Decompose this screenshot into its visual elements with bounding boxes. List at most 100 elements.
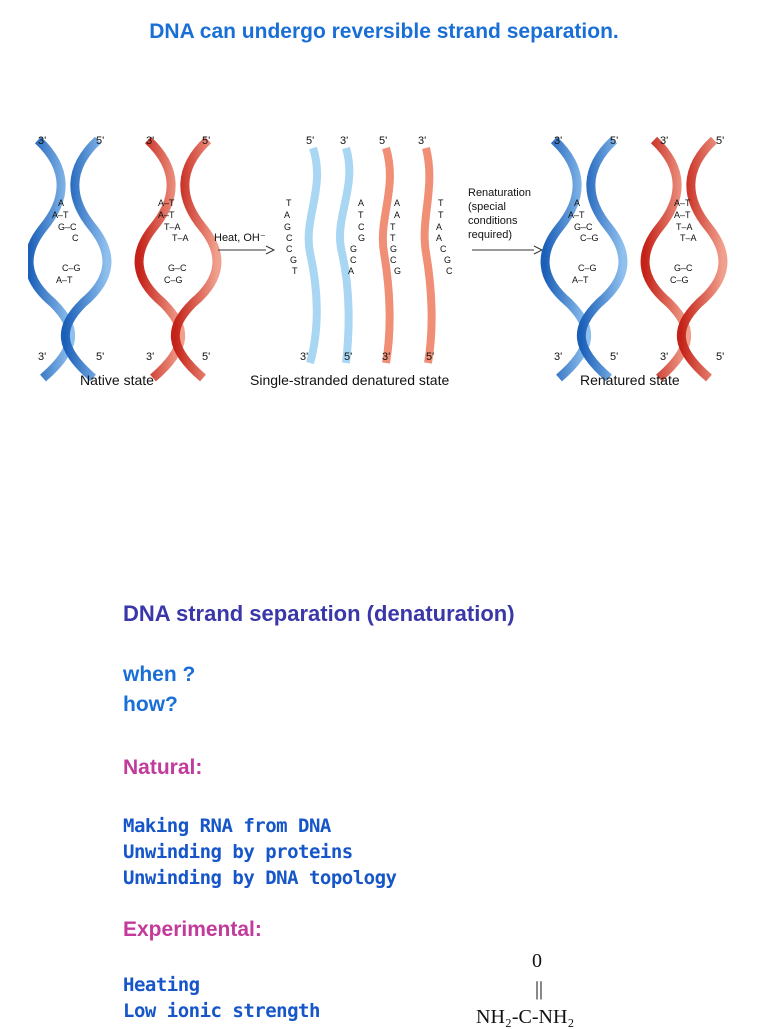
- svg-text:A–T: A–T: [674, 210, 691, 220]
- svg-text:A: A: [394, 210, 400, 220]
- end-label: 5': [344, 351, 352, 363]
- renaturation-label: (special: [468, 201, 506, 213]
- bp-2: A–T: [52, 210, 69, 220]
- svg-text:A: A: [348, 266, 354, 276]
- end-label: 3': [340, 135, 348, 147]
- bp-6: A–T: [56, 275, 73, 285]
- svg-text:C: C: [358, 222, 365, 232]
- svg-text:T: T: [390, 233, 396, 243]
- svg-text:C: C: [286, 233, 293, 243]
- end-label: 3': [660, 135, 668, 147]
- end-label: 3': [382, 351, 390, 363]
- svg-text:C: C: [440, 244, 447, 254]
- end-label: 5': [610, 351, 618, 363]
- svg-text:T: T: [358, 210, 364, 220]
- end-label: 3': [38, 135, 46, 147]
- end-label: 3': [146, 351, 154, 363]
- bp-3: G–C: [58, 222, 77, 232]
- list-item: Unwinding by proteins: [123, 841, 353, 863]
- list-item: Low ionic strength: [123, 1000, 320, 1022]
- svg-text:C: C: [446, 266, 453, 276]
- renatured-helix-blue: A A–T G–C C–G C–G A–T: [540, 136, 628, 382]
- end-label: 3': [146, 135, 154, 147]
- svg-text:G: G: [358, 233, 365, 243]
- svg-text:C–G: C–G: [578, 263, 597, 273]
- end-label: 5': [306, 135, 314, 147]
- svg-text:G–C: G–C: [674, 263, 693, 273]
- dna-strand-separation-figure: A A–T G–C C C–G A–T A–T A–T T–A T–A G–C …: [28, 135, 728, 388]
- renatured-helix-red: A–T A–T T–A T–A G–C C–G: [640, 136, 728, 382]
- svg-text:G: G: [394, 266, 401, 276]
- bp-1: A: [58, 198, 64, 208]
- native-helix-blue: A A–T G–C C C–G A–T: [28, 136, 112, 382]
- svg-text:A: A: [394, 198, 400, 208]
- end-label: 5': [716, 135, 724, 147]
- list-item: Making RNA from DNA: [123, 815, 331, 837]
- svg-text:A: A: [436, 222, 442, 232]
- caption-single: Single-stranded denatured state: [250, 372, 449, 388]
- heat-label: Heat, OH⁻: [214, 232, 266, 244]
- arrow-head-icon: [265, 245, 276, 255]
- svg-text:A–T: A–T: [674, 198, 691, 208]
- end-label: 5': [426, 351, 434, 363]
- bp-1: A–T: [158, 198, 175, 208]
- svg-text:T: T: [438, 210, 444, 220]
- end-label: 5': [202, 135, 210, 147]
- svg-text:G–C: G–C: [574, 222, 593, 232]
- end-label: 5': [716, 351, 724, 363]
- strand1-bases: T A G C C G T: [284, 198, 298, 276]
- native-helix-red: A–T A–T T–A T–A G–C C–G: [134, 136, 222, 382]
- experimental-label: Experimental:: [123, 918, 262, 941]
- question-how: how?: [123, 693, 178, 716]
- svg-text:T: T: [390, 222, 396, 232]
- svg-text:C: C: [350, 255, 357, 265]
- slide-title: DNA can undergo reversible strand separa…: [149, 20, 619, 43]
- end-label: 3': [418, 135, 426, 147]
- bp-6: C–G: [164, 275, 183, 285]
- svg-text:A–T: A–T: [572, 275, 589, 285]
- list-item: Heating: [123, 974, 200, 996]
- svg-text:T: T: [438, 198, 444, 208]
- svg-text:A–T: A–T: [568, 210, 585, 220]
- natural-label: Natural:: [123, 756, 203, 779]
- end-label: 3': [554, 351, 562, 363]
- strand3-bases: A A T T G C G: [390, 198, 401, 276]
- svg-text:G: G: [284, 222, 291, 232]
- end-label: 3': [660, 351, 668, 363]
- end-label: 5': [202, 351, 210, 363]
- end-label: 5': [96, 135, 104, 147]
- arrow-head-icon: [533, 245, 544, 255]
- end-label: 5': [610, 135, 618, 147]
- end-label: 3': [300, 351, 308, 363]
- list-item: Unwinding by DNA topology: [123, 867, 397, 889]
- svg-text:G: G: [390, 244, 397, 254]
- svg-text:T–A: T–A: [676, 222, 693, 232]
- bp-5: C–G: [62, 263, 81, 273]
- urea-oxygen: 0: [532, 950, 542, 972]
- svg-text:A: A: [284, 210, 290, 220]
- strand4-bases: T T A A C G C: [436, 198, 453, 276]
- svg-text:C: C: [286, 244, 293, 254]
- bp-4: C: [72, 233, 79, 243]
- end-label: 3': [38, 351, 46, 363]
- svg-text:C–G: C–G: [580, 233, 599, 243]
- bp-4: T–A: [172, 233, 189, 243]
- svg-text:A: A: [358, 198, 364, 208]
- svg-text:T: T: [286, 198, 292, 208]
- end-label: 5': [96, 351, 104, 363]
- renaturation-label: required): [468, 229, 512, 241]
- end-label: 5': [379, 135, 387, 147]
- svg-text:A: A: [574, 198, 580, 208]
- single-strands: [304, 146, 436, 365]
- bp-3: T–A: [164, 222, 181, 232]
- renaturation-label: Renaturation: [468, 187, 531, 199]
- bp-2: A–T: [158, 210, 175, 220]
- bp-5: G–C: [168, 263, 187, 273]
- urea-formula: NH₂-C-NH₂: [476, 1006, 575, 1028]
- question-when: when ?: [123, 663, 196, 686]
- strand2-bases: A T C G G C A: [348, 198, 365, 276]
- end-label: 3': [554, 135, 562, 147]
- svg-text:G: G: [290, 255, 297, 265]
- svg-text:G: G: [350, 244, 357, 254]
- section-heading: DNA strand separation (denaturation): [123, 601, 515, 626]
